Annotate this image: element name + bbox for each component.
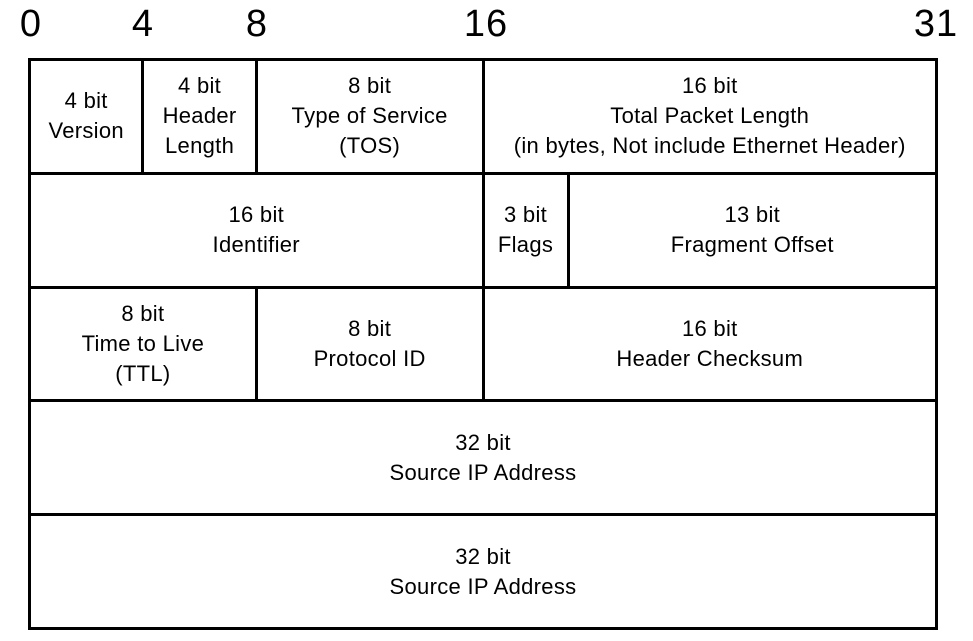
bit-label-0: 0 xyxy=(19,3,43,45)
field-line: Type of Service xyxy=(291,103,448,129)
field-line: Source IP Address xyxy=(389,459,577,485)
field-line: Identifier xyxy=(212,232,300,258)
bit-label-4: 4 xyxy=(131,3,155,45)
bit-label-31: 31 xyxy=(913,3,959,45)
field-line: Version xyxy=(48,118,124,144)
field-line: Flags xyxy=(497,232,554,258)
field-line: 4 bit xyxy=(178,73,222,99)
field-header-length: 4 bit Header Length xyxy=(144,61,255,172)
field-line: Length xyxy=(165,133,235,159)
field-fragment-offset: 13 bit Fragment Offset xyxy=(569,174,935,286)
field-line: 16 bit xyxy=(681,315,738,341)
field-line: (in bytes, Not include Ethernet Header) xyxy=(513,133,906,159)
field-line: Header xyxy=(162,103,237,129)
bit-label-8: 8 xyxy=(245,3,269,45)
field-protocol-id: 8 bit Protocol ID xyxy=(257,288,482,400)
field-total-packet-length: 16 bit Total Packet Length (in bytes, No… xyxy=(484,61,935,172)
field-identifier: 16 bit Identifier xyxy=(31,174,482,286)
field-line: 8 bit xyxy=(121,300,165,326)
field-header-checksum: 16 bit Header Checksum xyxy=(484,288,935,400)
field-line: 13 bit xyxy=(724,202,781,228)
field-line: 8 bit xyxy=(348,73,392,99)
field-line: (TOS) xyxy=(339,133,401,159)
field-line: Source IP Address xyxy=(389,573,577,599)
field-line: (TTL) xyxy=(115,360,171,386)
field-line: Header Checksum xyxy=(616,345,804,371)
field-line: 32 bit xyxy=(455,429,511,455)
field-line: 3 bit xyxy=(503,202,548,228)
field-flags: 3 bit Flags xyxy=(484,174,567,286)
field-source-ip-address: 32 bit Source IP Address xyxy=(31,402,935,514)
field-line: 16 bit xyxy=(681,73,738,99)
field-time-to-live: 8 bit Time to Live (TTL) xyxy=(31,288,255,400)
field-version: 4 bit Version xyxy=(31,61,142,172)
field-line: Time to Live xyxy=(81,330,205,356)
field-line: Total Packet Length xyxy=(610,103,810,129)
bit-label-16: 16 xyxy=(463,3,509,45)
header-field-table: 4 bit Version 4 bit Header Length 8 bit … xyxy=(28,58,938,630)
field-line: Fragment Offset xyxy=(670,232,834,258)
field-line: 32 bit xyxy=(455,543,511,569)
field-line: 16 bit xyxy=(228,202,285,228)
field-line: 8 bit xyxy=(348,315,392,341)
field-line: Protocol ID xyxy=(313,345,426,371)
field-source-ip-address-2: 32 bit Source IP Address xyxy=(31,516,935,627)
field-line: 4 bit xyxy=(64,88,108,114)
field-type-of-service: 8 bit Type of Service (TOS) xyxy=(257,61,482,172)
